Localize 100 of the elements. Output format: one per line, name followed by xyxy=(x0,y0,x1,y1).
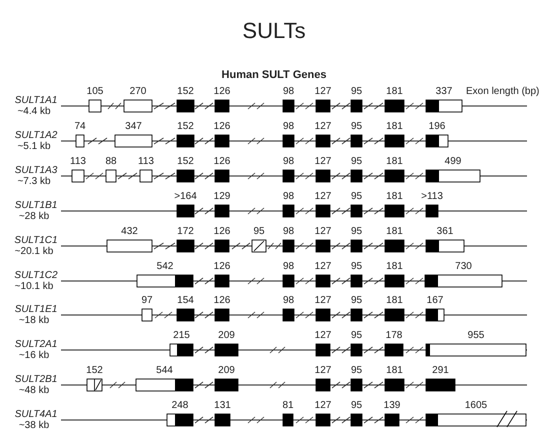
exon-length: 178 xyxy=(386,331,402,341)
gene-name: SULT2B1 xyxy=(14,375,58,385)
exon-length: 126 xyxy=(214,157,230,167)
exon-length: 95 xyxy=(350,122,362,132)
gene-size: ~4.4 kb xyxy=(17,107,51,117)
exon-length: 361 xyxy=(436,227,454,237)
exon-length: 98 xyxy=(282,227,294,237)
gene-size: ~28 kb xyxy=(18,212,50,222)
gene-size: ~10.1 kb xyxy=(14,282,54,292)
exon-length: 95 xyxy=(350,366,362,376)
exon-length: 544 xyxy=(156,366,173,376)
exon-length: 74 xyxy=(74,122,86,132)
exon-length: 98 xyxy=(282,192,294,202)
exon-length: 542 xyxy=(156,262,174,272)
exon-length: 95 xyxy=(350,296,362,306)
exon-length: 337 xyxy=(436,87,452,97)
exon-length: 209 xyxy=(218,331,235,341)
exon-length: 1605 xyxy=(464,401,488,411)
exon-length: 127 xyxy=(314,401,332,411)
exon-length: 95 xyxy=(350,262,362,272)
exon-length: 127 xyxy=(314,157,332,167)
exon-length: 181 xyxy=(386,227,403,237)
axis-unit-note: Exon length (bp) xyxy=(466,87,540,97)
exon-length: 181 xyxy=(386,262,403,272)
exon-length: 139 xyxy=(384,401,400,411)
exon-length: 88 xyxy=(105,157,117,167)
exon-length: 152 xyxy=(177,122,194,132)
diagram-heading: Human SULT Genes xyxy=(222,70,326,81)
exon-length: 127 xyxy=(314,262,332,272)
gene-name: SULT1A2 xyxy=(14,131,58,141)
exon-length: 127 xyxy=(314,227,332,237)
exon-length: 98 xyxy=(282,122,294,132)
exon-length: 499 xyxy=(444,157,462,167)
gene-size: ~5.1 kb xyxy=(17,142,51,152)
exon-length: 152 xyxy=(86,366,103,376)
exon-length: 127 xyxy=(314,366,332,376)
exon-length: 181 xyxy=(386,366,403,376)
exon-length: 113 xyxy=(138,157,154,167)
exon-length: 97 xyxy=(141,296,153,306)
exon-length: 730 xyxy=(455,262,472,272)
gene-name: SULT1A3 xyxy=(14,166,58,176)
exon-length: 95 xyxy=(350,227,362,237)
gene-name: SULT2A1 xyxy=(14,340,58,350)
exon-length: 131 xyxy=(214,401,231,411)
exon-length: 95 xyxy=(350,157,362,167)
exon-length: 113 xyxy=(70,157,86,167)
exon-length: 98 xyxy=(282,157,294,167)
gene-name: SULT1A1 xyxy=(14,96,58,106)
exon-length: 196 xyxy=(428,122,446,132)
exon-length: 181 xyxy=(386,122,403,132)
exon-length: 126 xyxy=(214,262,230,272)
exon-length: 181 xyxy=(386,87,403,97)
gene-size: ~7.3 kb xyxy=(17,177,51,187)
exon-length: 152 xyxy=(177,157,194,167)
exon-length: 167 xyxy=(426,296,444,306)
exon-length: 270 xyxy=(130,87,146,97)
exon-length: 127 xyxy=(314,331,332,341)
gene-name: SULT1B1 xyxy=(14,201,58,211)
exon-length: 127 xyxy=(314,87,332,97)
exon-length: 181 xyxy=(386,192,403,202)
exon-length: 95 xyxy=(350,87,362,97)
exon-length: 126 xyxy=(214,296,230,306)
exon-length: 347 xyxy=(125,122,142,132)
exon-length: 291 xyxy=(432,366,449,376)
exon-length: 95 xyxy=(350,192,362,202)
exon-length: >164 xyxy=(174,192,197,202)
exon-length: >113 xyxy=(421,192,443,202)
exon-length: 209 xyxy=(218,366,235,376)
exon-length: 154 xyxy=(177,296,194,306)
gene-name: SULT1C2 xyxy=(14,271,58,281)
gene-size: ~48 kb xyxy=(18,386,50,396)
exon-length: 432 xyxy=(121,227,138,237)
exon-length: 98 xyxy=(282,87,294,97)
diagram-title: SULTs xyxy=(242,20,306,42)
exon-length: 172 xyxy=(177,227,194,237)
gene-size: ~16 kb xyxy=(18,351,50,361)
exon-length: 955 xyxy=(468,331,484,341)
exon-length: 98 xyxy=(282,262,294,272)
exon-length: 95 xyxy=(350,331,362,341)
exon-length: 105 xyxy=(86,87,104,97)
exon-length: 126 xyxy=(214,227,230,237)
gene-size: ~18 kb xyxy=(18,316,50,326)
exon-length: 181 xyxy=(386,157,403,167)
exon-length: 127 xyxy=(314,122,332,132)
exon-length: 181 xyxy=(386,296,403,306)
exon-length: 98 xyxy=(282,296,294,306)
exon-length: 215 xyxy=(173,331,190,341)
gene-size: ~20.1 kb xyxy=(14,247,54,257)
gene-name: SULT1C1 xyxy=(14,236,58,246)
exon-length: 95 xyxy=(253,227,265,237)
exon-length: 129 xyxy=(214,192,230,202)
exon-length: 248 xyxy=(172,401,188,411)
exon-length: 126 xyxy=(214,87,230,97)
gene-name: SULT4A1 xyxy=(14,410,58,420)
exon-length: 95 xyxy=(350,401,362,411)
exon-length: 152 xyxy=(177,87,194,97)
exon-length: 127 xyxy=(314,296,332,306)
gene-name: SULT1E1 xyxy=(14,305,58,315)
exon-length: 127 xyxy=(314,192,332,202)
exon-length: 126 xyxy=(214,122,230,132)
